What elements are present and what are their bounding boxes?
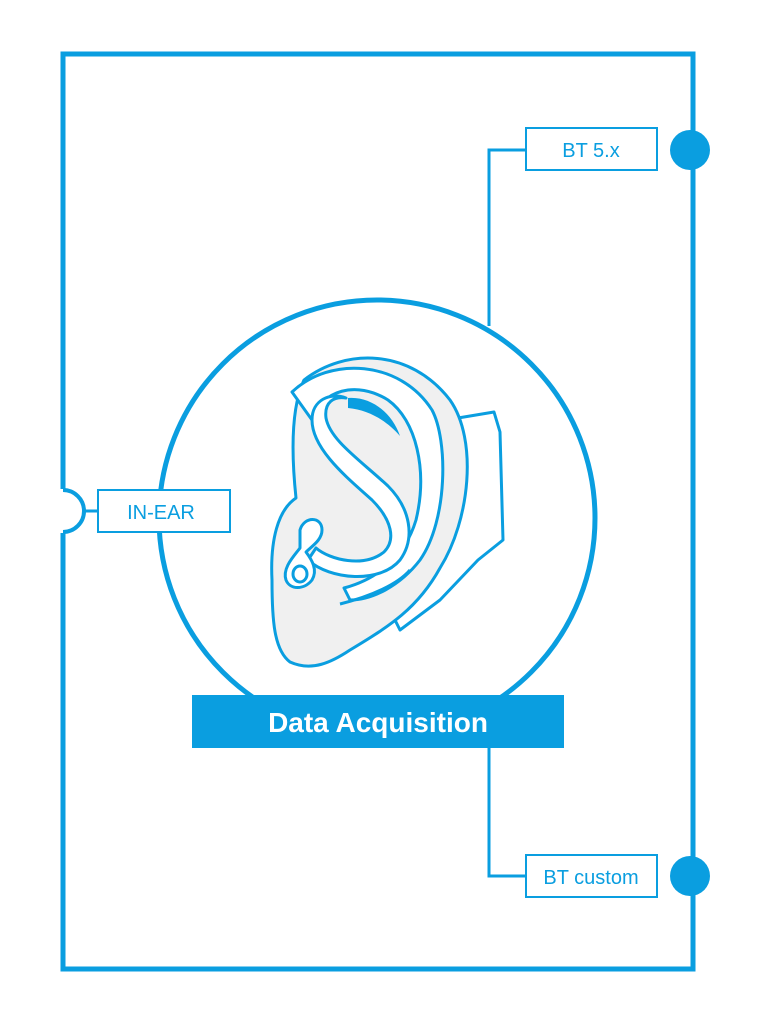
bt-custom-label: BT custom bbox=[543, 867, 638, 889]
bt-custom-port-dot bbox=[670, 856, 710, 896]
in-ear-port bbox=[62, 488, 86, 534]
bt-custom-connector bbox=[487, 748, 526, 878]
diagram-title: Data Acquisition bbox=[268, 707, 488, 738]
title-banner bbox=[192, 695, 564, 748]
bt-custom-label-box bbox=[525, 854, 658, 898]
in-ear-label: IN-EAR bbox=[127, 502, 195, 524]
in-ear-label-box bbox=[97, 489, 231, 533]
bt5-port-dot bbox=[670, 130, 710, 170]
bt5-connector bbox=[487, 148, 526, 326]
bt5-label: BT 5.x bbox=[562, 140, 619, 162]
bt5-label-box bbox=[525, 127, 658, 171]
ear-icon bbox=[270, 356, 505, 668]
